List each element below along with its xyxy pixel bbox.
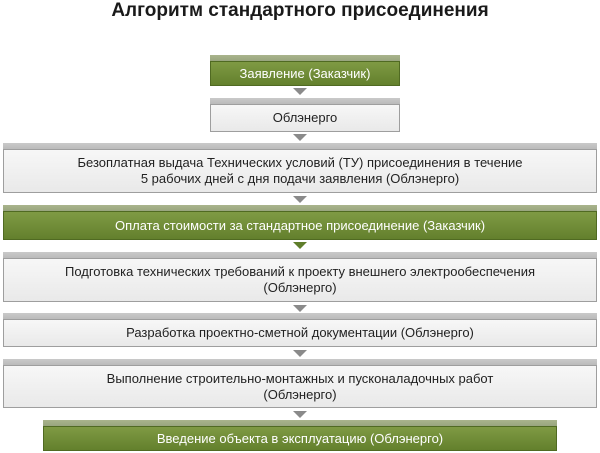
step-commissioning: Введение объекта в эксплуатацию (Облэнер… [43, 420, 557, 451]
step-payment: Оплата стоимости за стандартное присоеди… [3, 205, 597, 240]
arrow-down-icon [293, 350, 307, 357]
arrow-down-icon [293, 242, 307, 249]
arrow-down-icon [293, 196, 307, 203]
step-box: Облэнерго [210, 104, 400, 132]
step-application: Заявление (Заказчик) [210, 55, 400, 86]
step-oblenergo: Облэнерго [210, 98, 400, 132]
step-technical-conditions: Безоплатная выдача Технических условий (… [3, 143, 597, 193]
step-tab [3, 205, 597, 213]
step-construction: Выполнение строительно-монтажных и пуско… [3, 359, 597, 408]
step-tab [3, 359, 597, 367]
step-tab [3, 252, 597, 260]
arrow-down-icon [293, 305, 307, 312]
step-tab [3, 143, 597, 151]
step-box: Выполнение строительно-монтажных и пуско… [3, 365, 597, 408]
arrow-down-icon [293, 88, 307, 95]
step-tab [3, 313, 597, 321]
step-tab [210, 98, 400, 106]
step-requirements: Подготовка технических требований к прое… [3, 252, 597, 302]
step-box: Оплата стоимости за стандартное присоеди… [3, 211, 597, 240]
arrow-down-icon [293, 411, 307, 418]
step-box: Введение объекта в эксплуатацию (Облэнер… [43, 426, 557, 451]
step-box: Подготовка технических требований к прое… [3, 258, 597, 302]
step-design-documentation: Разработка проектно-сметной документации… [3, 313, 597, 347]
arrow-down-icon [293, 134, 307, 141]
step-box: Разработка проектно-сметной документации… [3, 319, 597, 347]
page-title: Алгоритм стандартного присоединения [111, 0, 489, 21]
step-tab [43, 420, 557, 428]
step-tab [210, 55, 400, 63]
step-box: Безоплатная выдача Технических условий (… [3, 149, 597, 193]
step-box: Заявление (Заказчик) [210, 61, 400, 86]
